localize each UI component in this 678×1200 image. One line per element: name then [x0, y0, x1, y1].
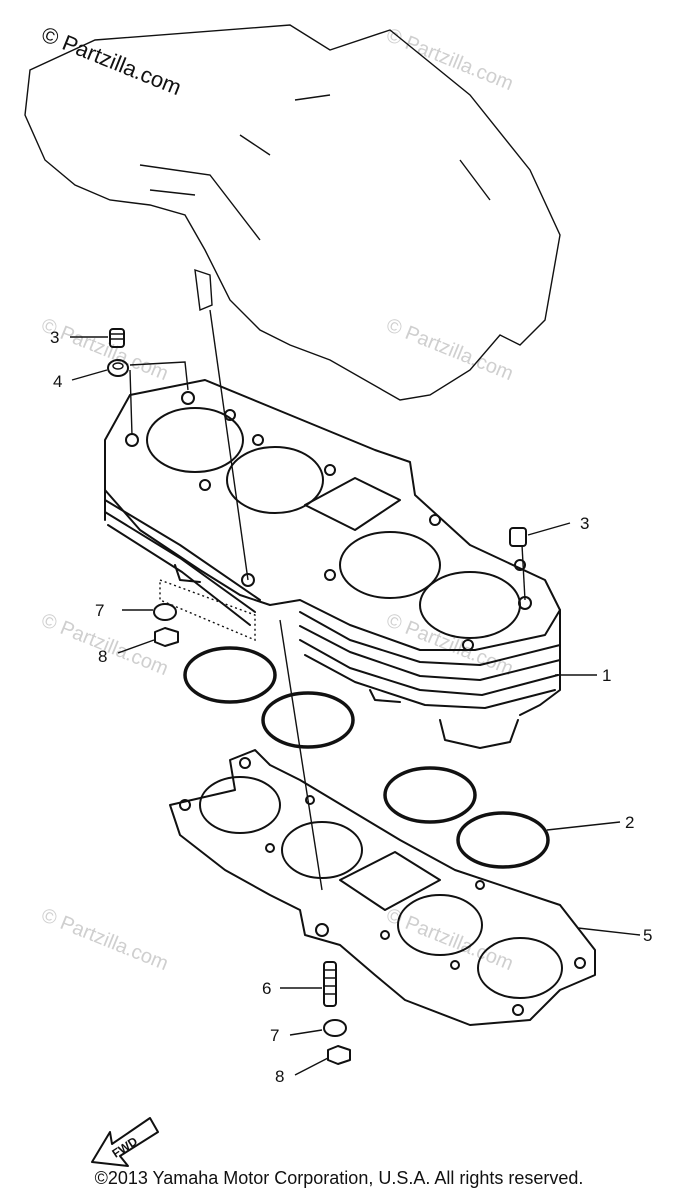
fwd-arrow-icon: FWD: [91, 1117, 159, 1167]
washer-upper: [153, 603, 177, 621]
washer-lower: [323, 1019, 347, 1037]
watermark: © Partzilla.com: [38, 609, 171, 680]
crankcase-outline: [24, 24, 561, 401]
callout-4: 4: [53, 372, 62, 391]
nut-lower: [327, 1045, 351, 1065]
callout-7-lower: 7: [270, 1026, 279, 1045]
watermark-top-left: © Partzilla.com: [38, 21, 185, 100]
callout-6: 6: [262, 979, 271, 998]
nut-upper: [154, 627, 179, 647]
o-ring-small: [107, 359, 129, 377]
cylinder-block: [104, 379, 561, 749]
watermark: © Partzilla.com: [383, 314, 516, 385]
cylinder-gasket: [169, 749, 596, 1026]
stud-bolt: [323, 961, 337, 1007]
watermark: © Partzilla.com: [383, 24, 516, 95]
o-rings: [183, 646, 550, 869]
callout-3-upper-left: 3: [50, 328, 59, 347]
callout-1: 1: [602, 666, 611, 685]
callout-2: 2: [625, 813, 634, 832]
callout-3-right: 3: [580, 514, 589, 533]
callout-8-upper: 8: [98, 647, 107, 666]
callout-5: 5: [643, 926, 652, 945]
callout-7-upper: 7: [95, 601, 104, 620]
watermark: © Partzilla.com: [38, 904, 171, 975]
leader-lines: [70, 336, 641, 1076]
dowel-pin-right: [509, 527, 527, 547]
callout-8-lower: 8: [275, 1067, 284, 1086]
alignment-lines: [129, 309, 526, 891]
copyright-footer: ©2013 Yamaha Motor Corporation, U.S.A. A…: [94, 1168, 584, 1188]
fwd-label: FWD: [110, 1134, 141, 1161]
dowel-pin-upper-left: [109, 328, 125, 348]
